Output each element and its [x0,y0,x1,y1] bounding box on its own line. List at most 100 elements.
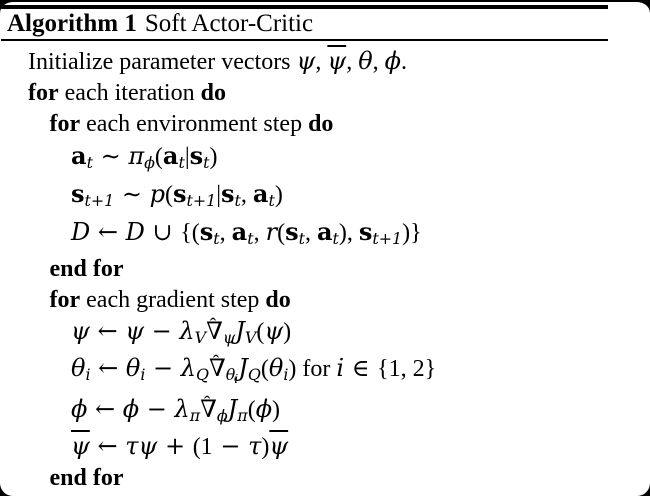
code-segment: for [28,80,59,106]
code-segment: ( [256,318,265,345]
code-segment: ) [338,219,347,246]
code-segment: ψ [296,47,316,75]
code-segment: t+1 [84,190,115,210]
code-segment: ϕ [122,394,140,423]
code-segment: , [346,49,359,75]
algorithm-line: ϕ ← ϕ − λπ∇ˆϕJπ(ϕ) [71,392,281,425]
algorithm-line: D ← D ∪ {(st, at, r(st, at), st+1)} [0,216,650,254]
code-segment: for [49,111,81,137]
code-segment: (1 [192,433,213,460]
code-segment: , [315,49,328,75]
code-segment: , [219,219,232,246]
code-segment: a [316,216,333,246]
code-segment: {1, 2} [377,355,437,382]
code-segment: J [238,353,248,382]
code-segment: ψ [269,431,289,460]
algorithm-line: Initialize parameter vectors ψ, ψ, θ, ϕ. [0,46,650,78]
code-segment: ) [283,318,292,345]
code-segment: , [372,49,385,75]
code-segment: ∪ [144,217,181,246]
code-segment: a [162,141,179,170]
code-segment: τ [248,431,262,460]
code-segment: a [71,141,87,170]
code-segment: ϕ [144,152,155,172]
algorithm-line: st+1 ∼ p(st+1|st, at) [0,178,650,216]
code-segment: ) [209,144,218,170]
code-segment: D [125,217,145,246]
code-segment: each environment step [80,111,309,137]
code-segment: t [86,152,93,172]
code-segment: π [189,405,201,425]
code-segment: ) [272,396,281,423]
algorithm-title: Soft Actor-Critic [144,10,314,37]
code-segment: s [189,141,204,170]
code-segment: ← [90,217,126,246]
code-segment: r [265,217,278,246]
code-segment: t [268,190,275,210]
code-segment: s [358,216,373,246]
code-segment: t+1 [186,190,217,210]
code-segment: ϕ [255,394,273,423]
code-segment: τ [125,431,139,460]
code-segment: ∼ [92,142,129,170]
code-segment: ψ [71,316,90,345]
code-segment: ψ [264,316,284,345]
code-segment: θ [358,47,373,75]
code-segment: ) [261,433,270,460]
code-segment: each iteration [58,80,201,106]
code-segment: , [240,181,253,208]
code-segment: )} [402,219,422,246]
code-segment: ← [87,394,123,423]
code-segment: i [85,364,91,384]
code-segment: i [140,364,146,384]
code-segment: Initialize parameter vectors [28,49,297,75]
code-segment: V [194,327,207,347]
code-segment: | [216,181,221,208]
code-segment: ψ [222,327,236,347]
code-segment: s [172,178,187,208]
code-segment: θ [225,364,236,384]
code-segment: ← [89,316,126,345]
code-segment: t [298,228,305,248]
code-segment: θ [125,353,141,382]
title-rule [1,39,608,41]
code-segment: ϕ [384,47,401,75]
code-segment: s [221,178,235,208]
code-segment: end for [49,464,124,491]
code-segment: t [203,152,210,172]
algorithm-line: end for [0,463,650,494]
code-segment: t [213,228,220,248]
code-segment: s [285,216,299,246]
algorithm-line: θi ← θi − λQ∇ˆθiJQ(θi) for i ∈ {1, 2} [71,351,437,386]
algorithm-line: at ∼ πϕ(at|st) [0,140,650,178]
algorithm-line: for each iteration do [0,78,650,109]
code-segment: J [227,394,238,423]
code-segment: do [200,80,226,106]
code-segment: ← [90,353,126,382]
code-segment: ( [164,181,173,208]
code-segment: ) [274,181,283,208]
code-segment: − [144,316,180,345]
code-segment: π [237,405,248,425]
algorithm-body: Initialize parameter vectors ψ, ψ, θ, ϕ.… [0,41,650,496]
code-segment: θ [268,353,284,382]
code-segment: . [401,49,407,75]
code-segment: θ [71,353,86,382]
code-segment: p [149,179,165,208]
code-segment: , [346,219,359,246]
code-segment: ) [288,355,297,382]
code-segment: λ [179,316,195,345]
code-segment: ϕ [71,394,88,423]
code-segment: ← [89,431,126,460]
code-segment: π [128,142,145,170]
code-segment: − [212,431,249,460]
algorithm-line: for each gradient step do [0,285,650,316]
code-segment: ∇ [200,394,217,423]
code-segment: for [296,355,337,382]
code-segment: J [235,316,245,345]
code-segment: − [145,353,181,382]
code-segment: ( [260,355,269,382]
code-segment: do [265,286,291,313]
code-segment: s [71,178,85,208]
